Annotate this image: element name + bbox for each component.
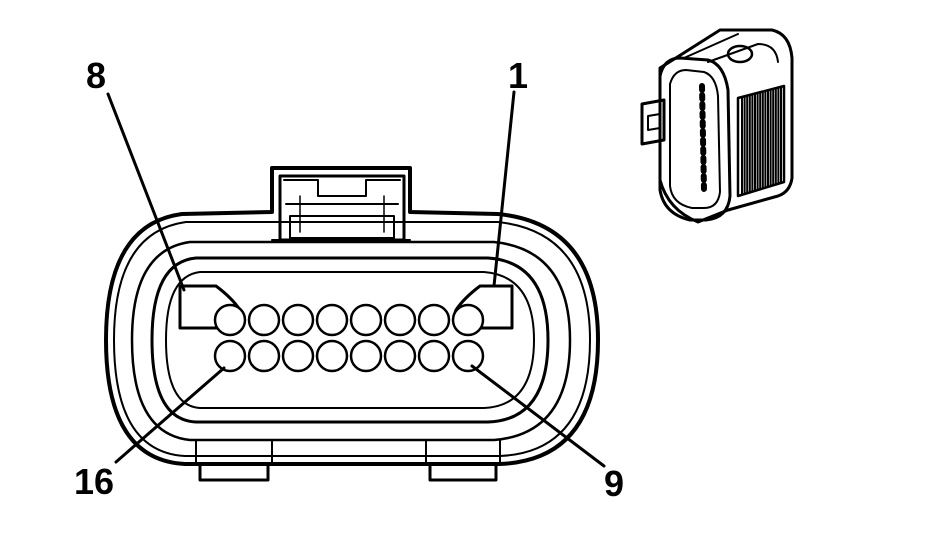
connector-perspective-view — [640, 28, 794, 224]
connector-cavity-wall — [165, 271, 535, 409]
pin-label-8: 8 — [86, 55, 107, 96]
connector-face — [104, 166, 600, 482]
pin-label-9: 9 — [604, 463, 625, 504]
pin-cavities — [213, 303, 485, 373]
bottom-tab-right — [428, 462, 498, 482]
connector-bottom-tabs — [195, 439, 501, 482]
pin-cavity-10 — [417, 339, 451, 373]
perspective-side-ribs — [741, 85, 782, 195]
pin-cavity-2 — [417, 303, 451, 337]
pin-cavity-11 — [383, 339, 417, 373]
pin-label-16: 16 — [74, 461, 115, 502]
pin-cavity-16 — [213, 339, 247, 373]
leader-lines — [106, 90, 606, 468]
perspective-body — [658, 28, 794, 224]
pin-label-1: 1 — [508, 55, 529, 96]
perspective-top-hole — [726, 44, 754, 64]
pin-cavity-12 — [349, 339, 383, 373]
connector-cavity — [150, 256, 550, 424]
leader-line-1 — [492, 90, 516, 288]
pin-cavity-9 — [451, 339, 485, 373]
pin-cavity-3 — [383, 303, 417, 337]
pin-cavity-15 — [247, 339, 281, 373]
pin-cavity-5 — [315, 303, 349, 337]
connector-outer-shell — [104, 166, 600, 466]
leader-line-16 — [114, 366, 226, 464]
perspective-front-face — [658, 56, 732, 222]
pin-cavity-1 — [451, 303, 485, 337]
connector-inner-rim — [130, 240, 572, 442]
bottom-tab-left — [198, 462, 270, 482]
connector-latch — [271, 174, 411, 242]
pin-cavity-4 — [349, 303, 383, 337]
leader-line-9 — [470, 364, 606, 468]
pin-cavity-8 — [213, 303, 247, 337]
pin-cavity-14 — [281, 339, 315, 373]
pin-cavity-6 — [281, 303, 315, 337]
pin-cavity-7 — [247, 303, 281, 337]
leader-line-8 — [106, 92, 186, 292]
perspective-latch — [640, 98, 666, 146]
pin-cavity-13 — [315, 339, 349, 373]
